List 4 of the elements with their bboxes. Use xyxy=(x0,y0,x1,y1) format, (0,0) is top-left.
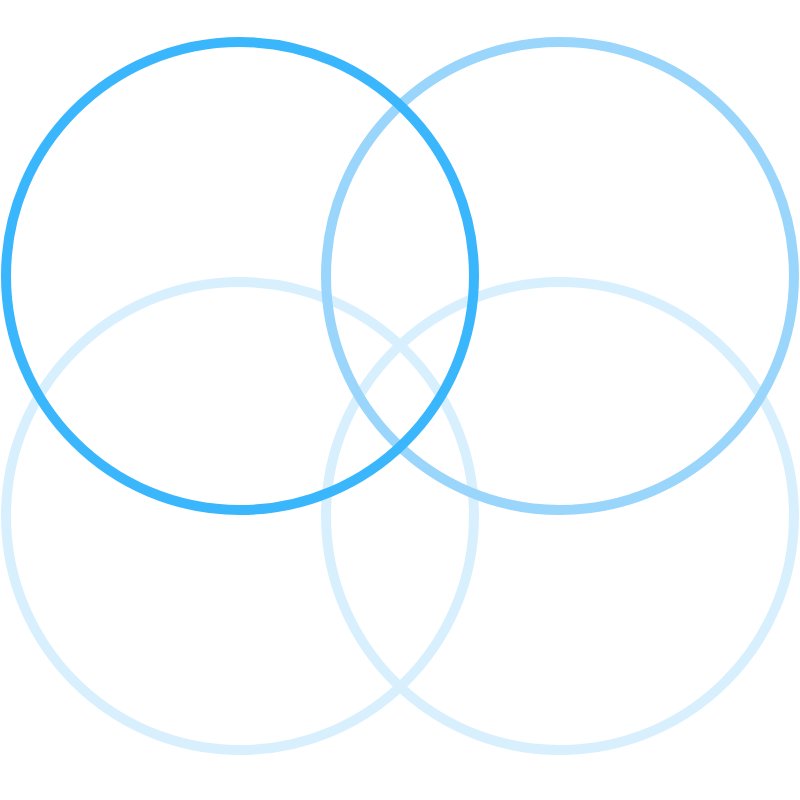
circle-outline xyxy=(321,37,799,515)
circle-outline xyxy=(1,37,479,515)
circle-outline xyxy=(321,277,799,755)
circle-outline xyxy=(1,277,479,755)
